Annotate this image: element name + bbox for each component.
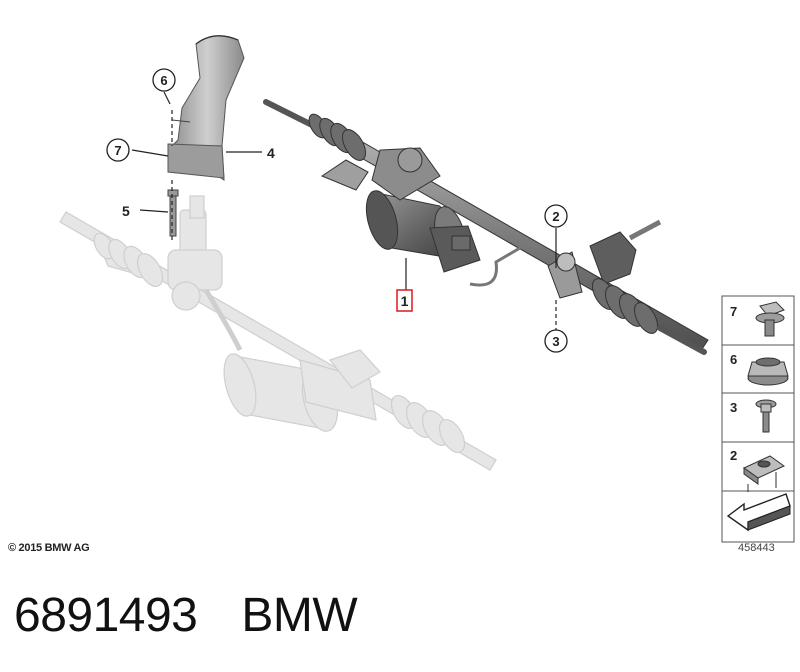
callout-2-label: 2	[552, 209, 559, 224]
heat-shield	[167, 35, 245, 181]
callout-1-label: 1	[401, 293, 409, 309]
callout-7-label: 7	[114, 143, 121, 158]
legend-item-6: 6	[730, 352, 789, 386]
flange-bolt-icon	[755, 301, 785, 337]
hex-nut-icon	[747, 357, 789, 386]
callout-4-label: 4	[267, 145, 275, 161]
parts-diagram: 6 7 4 5 1 2 3 7	[59, 35, 795, 543]
bolt-icon	[755, 399, 777, 433]
callout-4: 4	[267, 145, 275, 161]
legend-item-7: 7	[730, 301, 785, 337]
legend-item-2-label: 2	[730, 448, 737, 463]
legend-item-3-label: 3	[730, 400, 737, 415]
brand-name: BMW	[241, 589, 358, 642]
direction-arrow-icon	[726, 493, 791, 532]
callout-5-label: 5	[122, 203, 130, 219]
part-number: 6891493	[14, 589, 198, 642]
ghost-steering-rack	[59, 195, 497, 471]
parts-legend: 7 6 3 2	[721, 295, 795, 543]
callout-5: 5	[122, 203, 130, 219]
callout-6: 6	[152, 68, 176, 92]
callout-6-label: 6	[160, 73, 167, 88]
clip-nut-icon	[743, 455, 785, 492]
stud-bolt	[167, 189, 179, 237]
diagram-id: 458443	[738, 542, 775, 554]
legend-item-6-label: 6	[730, 352, 737, 367]
legend-item-2: 2	[730, 448, 785, 492]
leader-lines	[131, 91, 557, 330]
callout-7: 7	[106, 138, 130, 162]
legend-item-7-label: 7	[730, 304, 737, 319]
callout-1: 1	[396, 289, 413, 312]
footer-caption: 6891493 BMW	[14, 588, 358, 643]
copyright-notice: © 2015 BMW AG	[8, 542, 90, 554]
steering-rack	[263, 99, 709, 355]
callout-2: 2	[544, 204, 568, 228]
callout-3-label: 3	[552, 334, 559, 349]
callout-3: 3	[544, 329, 568, 353]
legend-item-3: 3	[730, 399, 777, 433]
